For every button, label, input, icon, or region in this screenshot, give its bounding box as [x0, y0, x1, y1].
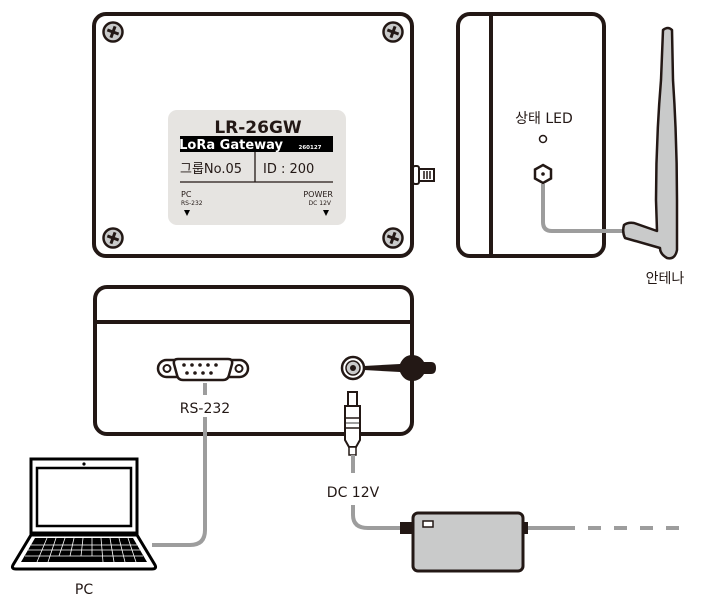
- dc-cable-lower: [351, 505, 402, 530]
- screw-icon: [102, 21, 124, 43]
- antenna-icon: [621, 26, 679, 260]
- arrow-down-icon: [184, 210, 190, 216]
- power-port-label: POWER: [303, 190, 333, 199]
- label-plate: LR-26GW LoRa Gateway 260127 그룹No.05 ID :…: [168, 110, 346, 225]
- antenna-connector-stub-icon: [412, 165, 435, 185]
- device-top-view: LR-26GW LoRa Gateway 260127 그룹No.05 ID :…: [92, 12, 435, 258]
- rs232-cable: [152, 417, 207, 547]
- rs232-port-sublabel: RS-232: [181, 200, 203, 207]
- antenna-port-icon: [533, 163, 553, 185]
- antenna-connector-icon: [364, 355, 436, 381]
- dc-power-jack-icon: [340, 355, 366, 381]
- antenna-cable: [541, 184, 627, 233]
- rs232-label: RS-232: [180, 401, 230, 417]
- device-id: ID : 200: [263, 162, 314, 177]
- dc12v-label: DC 12V: [327, 485, 380, 501]
- arrow-down-icon: [323, 210, 329, 216]
- power-adapter-icon: [400, 511, 528, 573]
- status-led-label: 상태 LED: [515, 111, 573, 127]
- status-led-icon: [538, 134, 548, 144]
- dc12v-port-sublabel: DC 12V: [309, 200, 332, 207]
- pc-label: PC: [75, 582, 93, 598]
- screw-icon: [382, 21, 404, 43]
- screw-icon: [102, 227, 124, 249]
- group-number: 그룹No.05: [180, 162, 242, 177]
- laptop-pc-icon: [10, 457, 158, 571]
- model-name: LR-26GW: [214, 118, 302, 138]
- rs232-serial-port-icon: [156, 357, 250, 382]
- screw-icon: [382, 227, 404, 249]
- pc-port-label: PC: [181, 190, 192, 199]
- antenna-label: 안테나: [646, 271, 685, 287]
- dc-plug-icon: [344, 391, 361, 456]
- version-code: 260127: [299, 145, 322, 151]
- device-side-view: 상태 LED 안테나: [456, 12, 685, 287]
- product-name: LoRa Gateway: [179, 138, 283, 153]
- device-front-view: RS-232: [93, 285, 436, 456]
